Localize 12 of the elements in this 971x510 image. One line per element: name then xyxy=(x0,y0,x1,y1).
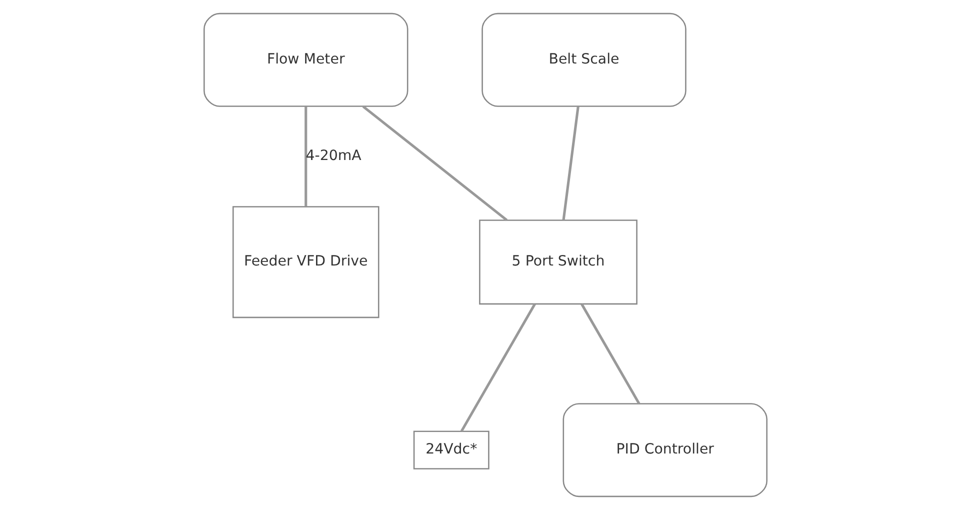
node-box: 5 Port Switch xyxy=(479,220,638,305)
connector xyxy=(562,106,580,220)
node-box: Belt Scale xyxy=(482,12,686,107)
node-box: Flow Meter xyxy=(204,12,408,107)
connector xyxy=(304,106,308,206)
edge-label: 4-20mA xyxy=(306,148,362,164)
connector xyxy=(460,303,536,432)
connector xyxy=(362,105,508,222)
node-box: PID Controller xyxy=(562,403,768,498)
node-box: Feeder VFD Drive xyxy=(232,206,380,318)
node-box: 24Vdc* xyxy=(413,430,490,470)
connector xyxy=(580,303,640,404)
